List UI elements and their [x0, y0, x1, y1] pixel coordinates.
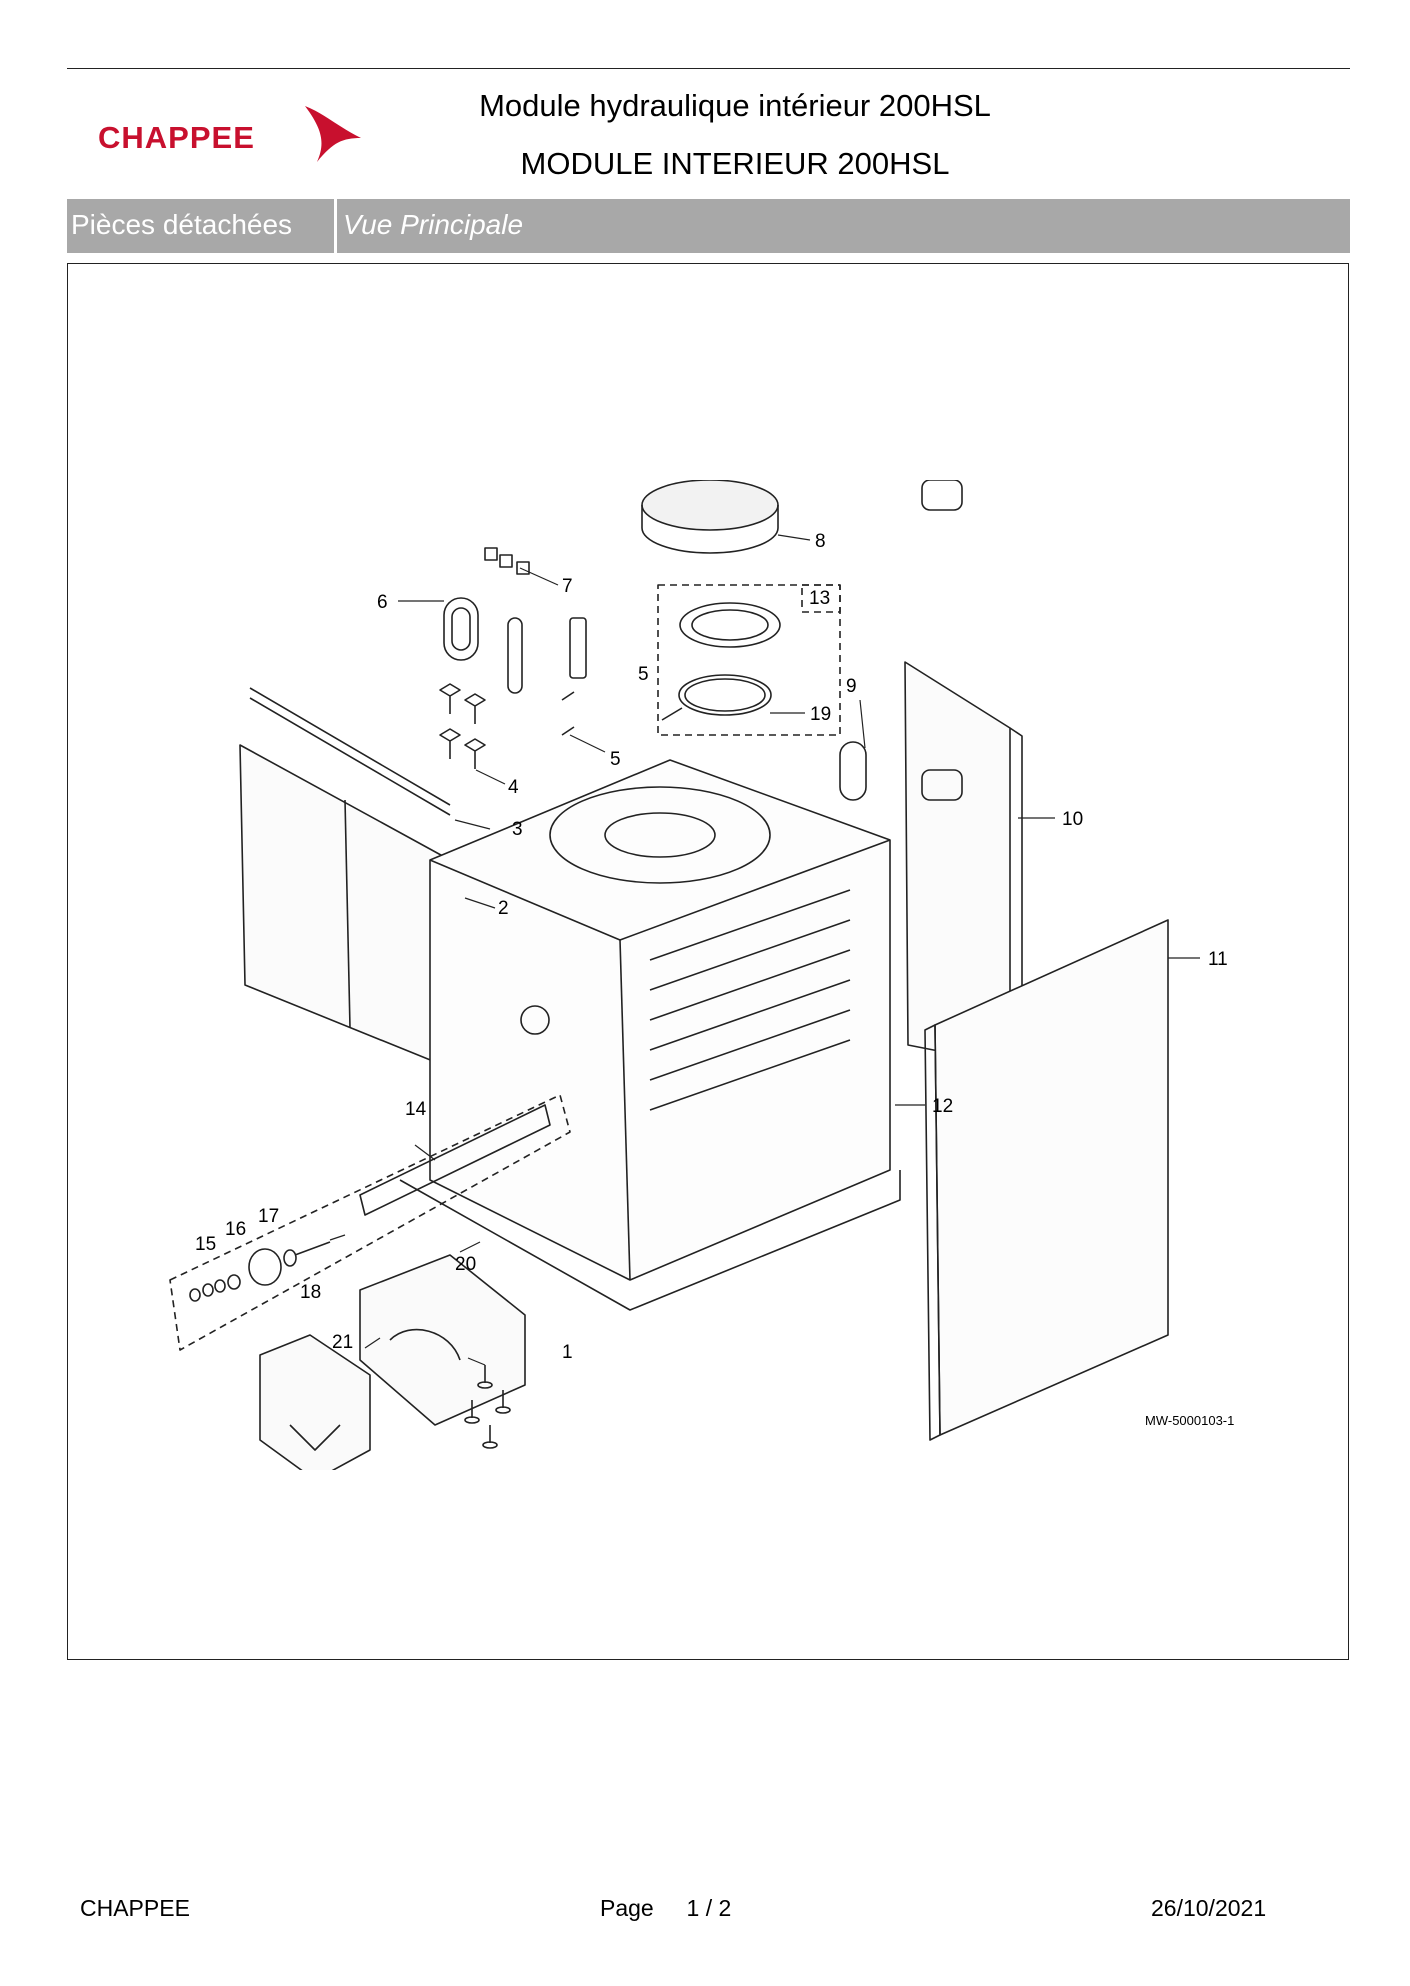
- brand-logo-text: CHAPPEE: [98, 120, 255, 155]
- section-bar: Pièces détachées Vue Principale: [67, 199, 1350, 253]
- callout-9: 9: [846, 676, 857, 697]
- part-1-feet: [464, 1365, 511, 1449]
- page-subtitle: MODULE INTERIEUR 200HSL: [520, 146, 950, 181]
- part-10-rear-panel: [904, 480, 1023, 1071]
- part-11-side-panel: [924, 919, 1169, 1441]
- section-view: Vue Principale: [343, 209, 524, 240]
- brand-swoosh-icon: [305, 106, 361, 162]
- diagram-callout-labels: 8 7 6 13 5 9 19 5 4 3 10 2 11 12 14 17 1…: [195, 531, 1234, 1428]
- part-sensor: [561, 617, 587, 736]
- section-bar-separator: [334, 199, 337, 253]
- footer-date: 26/10/2021: [1151, 1895, 1267, 1921]
- diagram-frame: [67, 263, 1349, 1660]
- callout-13: 14: [405, 1099, 427, 1120]
- top-rule: [67, 68, 1350, 69]
- callout-19: 19: [810, 704, 831, 725]
- callout-1: 1: [562, 1342, 573, 1363]
- part-21-foam-block: [259, 1334, 371, 1470]
- part-13-tube: [359, 1104, 551, 1216]
- callout-6: 6: [377, 592, 388, 613]
- callout-3: 3: [512, 819, 523, 840]
- part-4-brackets: [439, 683, 486, 769]
- callout-15: 15: [195, 1234, 216, 1255]
- parts-15-18-fittings: [189, 1241, 331, 1302]
- part-6-gasket: [443, 597, 479, 661]
- part-19-ring: [661, 674, 772, 721]
- part-20-foam: [359, 1254, 526, 1426]
- diagram-reference: MW-5000103-1: [1145, 1413, 1234, 1428]
- section-category: Pièces détachées: [71, 209, 293, 240]
- part-3-rods: [249, 687, 451, 816]
- part-flange: [679, 602, 781, 648]
- callout-21: 21: [332, 1332, 353, 1353]
- part-13-kit-dashed-box: [169, 1094, 571, 1351]
- callout-8: 8: [815, 531, 826, 552]
- part-gasket-slim: [507, 617, 523, 694]
- callout-11: 11: [1208, 949, 1228, 970]
- callout-16: 16: [225, 1219, 246, 1240]
- callout-20: 20: [455, 1254, 476, 1275]
- kit-14-dashed-box-tag: [801, 584, 841, 613]
- callout-17: 17: [258, 1206, 279, 1227]
- callout-14: 13: [809, 588, 830, 609]
- callout-5-lower: 5: [610, 749, 621, 770]
- footer-brand: CHAPPEE: [80, 1895, 190, 1921]
- callout-5-upper: 5: [638, 664, 649, 685]
- part-12-main-body: [399, 759, 901, 1311]
- part-7-connectors: [484, 547, 530, 575]
- footer-pagination: Page 1 / 2: [600, 1895, 731, 1922]
- footer-page-separator: /: [705, 1895, 713, 1921]
- callout-18: 18: [300, 1282, 321, 1303]
- exploded-view-diagram: 8 7 6 13 5 9 19 5 4 3 10 2 11 12 14 17 1…: [169, 480, 1234, 1470]
- callout-7: 7: [562, 576, 573, 597]
- kit-14-dashed-box: [657, 584, 841, 736]
- brand-logo: CHAPPEE: [98, 100, 368, 170]
- callout-2: 2: [498, 898, 509, 919]
- footer-page-current: 1: [686, 1895, 700, 1921]
- part-8-cover: [641, 480, 779, 554]
- callout-4: 4: [508, 777, 519, 798]
- footer-page-label: Page: [600, 1895, 654, 1921]
- leader-lines: [329, 534, 1200, 1366]
- page-title: Module hydraulique intérieur 200HSL: [479, 88, 991, 123]
- part-9-gasket: [839, 741, 867, 801]
- callout-10: 10: [1062, 809, 1083, 830]
- footer-page-total: 2: [718, 1895, 732, 1921]
- callout-12: 12: [932, 1096, 953, 1117]
